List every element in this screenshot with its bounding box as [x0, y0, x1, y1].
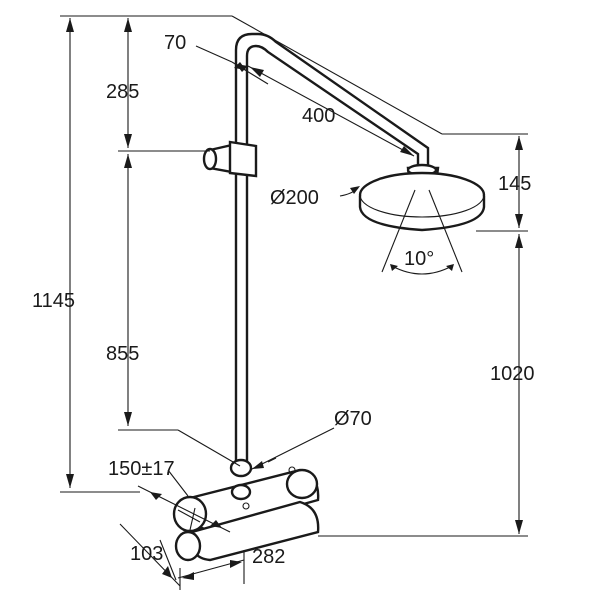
- label-head-clearance: 1020: [490, 363, 535, 385]
- label-mixer-width: 282: [252, 546, 285, 568]
- label-mixer-diameter: Ø70: [334, 408, 372, 430]
- shower-head: [358, 163, 486, 232]
- label-head-height: 145: [498, 173, 531, 195]
- label-mixer-depth: 103: [130, 543, 163, 565]
- label-slider-range: 855: [106, 343, 139, 365]
- dimension-lines: [60, 15, 528, 590]
- label-connection-spacing: 150±17: [108, 458, 175, 480]
- label-spray-angle: 10°: [404, 248, 434, 270]
- slider-holder: [202, 140, 258, 178]
- label-total-height: 1145: [32, 290, 75, 312]
- thermostat-mixer: [172, 458, 320, 562]
- label-arm-length: 400: [302, 105, 335, 127]
- label-upper-height: 285: [106, 81, 139, 103]
- label-top-offset: 70: [164, 32, 186, 54]
- spray-angle-lines: [381, 189, 463, 275]
- riser-pipe: [234, 32, 430, 470]
- label-head-diameter: Ø200: [270, 187, 319, 209]
